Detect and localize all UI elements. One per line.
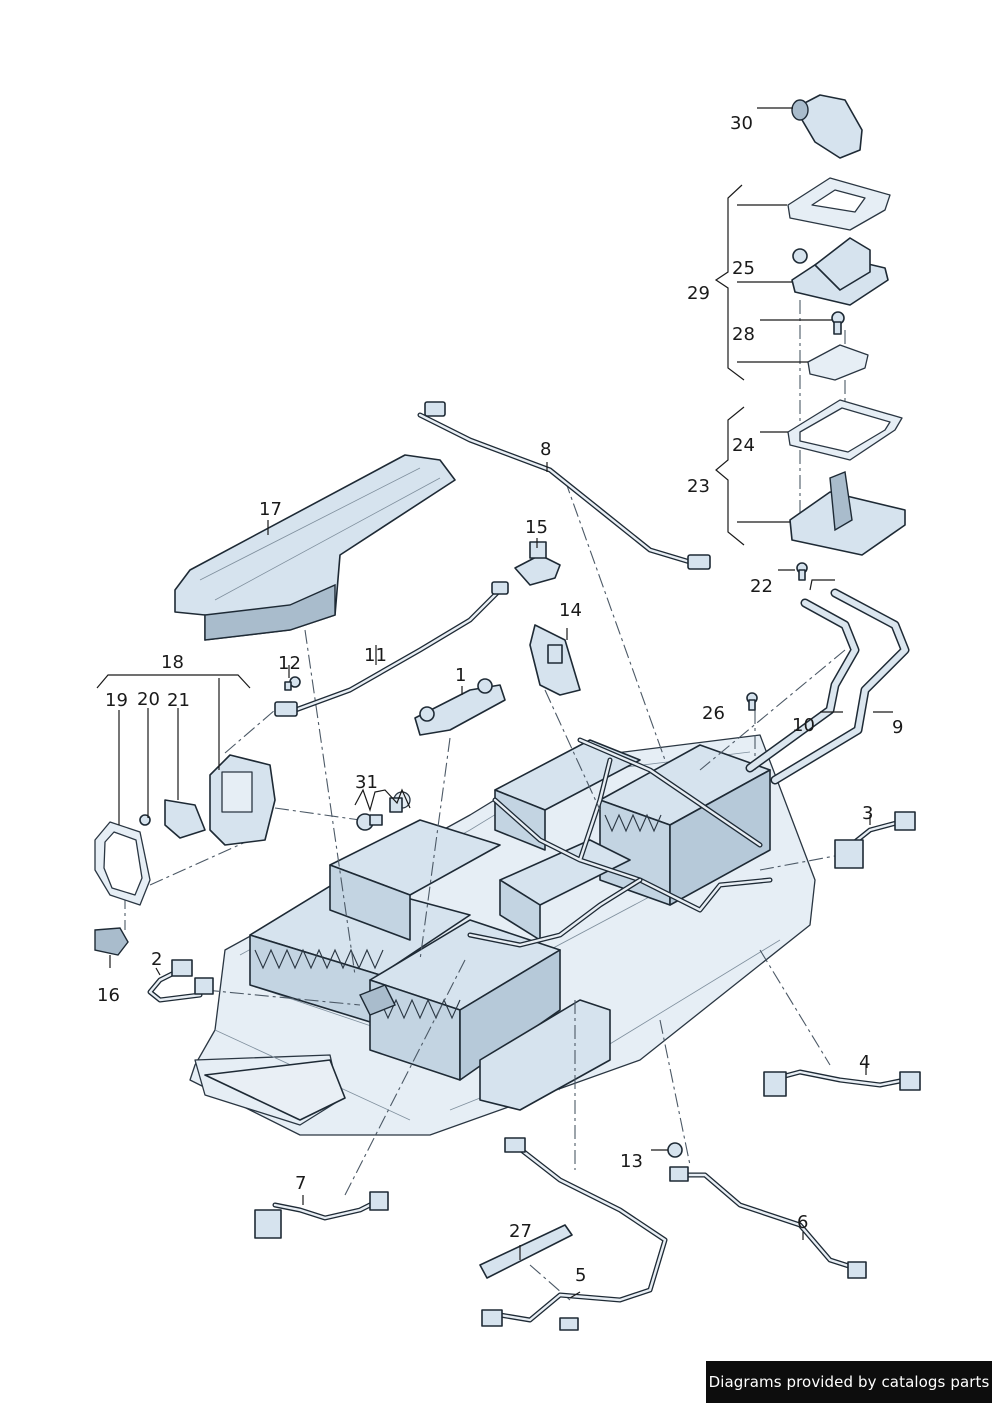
part-29-gasket-top — [787, 177, 891, 231]
callout-30: 30 — [730, 113, 753, 134]
assembly-lines — [124, 300, 846, 1301]
part-29-gasket-bottom — [807, 344, 869, 381]
callout-22: 22 — [750, 576, 773, 597]
part-24-gasket — [787, 399, 903, 461]
callout-8: 8 — [540, 439, 552, 460]
credit-banner: Diagrams provided by catalogs parts — [706, 1361, 992, 1403]
part-31-fasteners — [356, 791, 411, 831]
callout-21: 21 — [167, 690, 190, 711]
part-27-connector-strip — [479, 1224, 573, 1279]
callout-19: 19 — [105, 690, 128, 711]
callout-31: 31 — [355, 772, 378, 793]
part-5-harness — [481, 1137, 668, 1331]
part-14-bracket — [529, 624, 581, 696]
part-8-cable — [417, 401, 711, 570]
callout-23: 23 — [687, 476, 710, 497]
part-9-busbar — [770, 588, 910, 785]
callout-6: 6 — [797, 1212, 809, 1233]
callout-7: 7 — [295, 1173, 307, 1194]
callout-14: 14 — [559, 600, 582, 621]
callout-28: 28 — [732, 324, 755, 345]
callout-11: 11 — [364, 645, 387, 666]
part-11-cable — [274, 581, 509, 717]
callout-24: 24 — [732, 435, 755, 456]
part-29-cover — [791, 237, 889, 306]
part-23-housing — [789, 471, 906, 556]
callout-3: 3 — [862, 803, 874, 824]
part-4-cable — [763, 1069, 921, 1097]
part-7-cable — [254, 1191, 389, 1239]
callout-13: 13 — [620, 1151, 643, 1172]
part-15-bracket — [514, 541, 561, 586]
part-22-screw — [796, 562, 808, 581]
part-17-cover — [174, 454, 456, 641]
part-25-nut — [792, 248, 808, 264]
callout-20: 20 — [137, 689, 160, 710]
callout-16: 16 — [97, 985, 120, 1006]
part-16-cap — [94, 927, 129, 956]
part-13-nut — [667, 1142, 683, 1158]
part-2-connector — [147, 959, 214, 1003]
callout-2: 2 — [151, 949, 163, 970]
leader-lines — [96, 107, 893, 1299]
part-18-service-plug-housing — [164, 754, 276, 846]
callout-10: 10 — [792, 715, 815, 736]
part-30-plug — [791, 94, 863, 159]
part-26-screw — [746, 692, 758, 711]
callout-4: 4 — [859, 1052, 871, 1073]
part-3-cable — [834, 811, 916, 869]
callout-25: 25 — [732, 258, 755, 279]
part-1-connector — [414, 678, 506, 736]
callout-29: 29 — [687, 283, 710, 304]
callout-12: 12 — [278, 653, 301, 674]
part-6-cable — [669, 1166, 867, 1279]
callout-17: 17 — [259, 499, 282, 520]
part-12-screw — [284, 676, 301, 691]
callout-9: 9 — [892, 717, 904, 738]
callout-18: 18 — [161, 652, 184, 673]
callout-26: 26 — [702, 703, 725, 724]
part-19-gasket — [94, 821, 151, 906]
internal-cable-harness — [359, 737, 773, 1016]
callout-15: 15 — [525, 517, 548, 538]
callout-1: 1 — [455, 665, 467, 686]
part-28-screw — [831, 311, 845, 335]
callout-27: 27 — [509, 1221, 532, 1242]
part-10-busbar — [745, 598, 860, 773]
callout-5: 5 — [575, 1265, 587, 1286]
